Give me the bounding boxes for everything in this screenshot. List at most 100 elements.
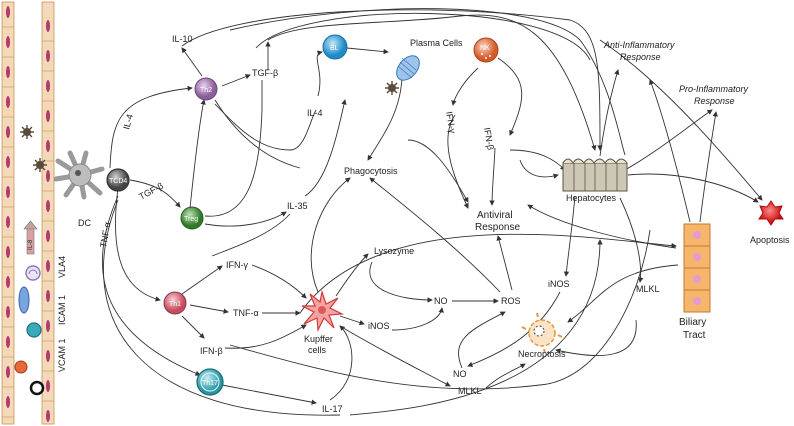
mlkl-low-label: MLKL — [458, 386, 482, 396]
endothelial-nucleus — [46, 200, 50, 212]
vla4-label: VLA4 — [57, 256, 67, 278]
endothelial-nucleus — [6, 36, 10, 48]
blood-vessel — [1, 1, 55, 425]
pro-inflammatory-line1: Pro-Inflammatory — [679, 84, 749, 94]
apoptosis-icon — [758, 200, 784, 226]
inos-right-label: iNOS — [548, 279, 570, 289]
endothelial-nucleus — [46, 350, 50, 362]
endothelial-nucleus — [6, 276, 10, 288]
pathway-edges — [101, 8, 763, 416]
platelet-icon — [33, 158, 47, 172]
no-mid-label: NO — [434, 296, 448, 306]
plasma-cells-label: Plasma Cells — [410, 38, 463, 48]
nk-cell: NK — [473, 37, 499, 63]
endothelial-nucleus — [46, 110, 50, 122]
biliary-tract-icon — [683, 223, 711, 313]
anti-inflammatory-line1: Anti-Inflammatory — [603, 40, 675, 50]
th1-label: Th1 — [169, 301, 181, 308]
endothelial-nucleus — [6, 6, 10, 18]
endothelial-nucleus — [46, 20, 50, 32]
kupffer-label-line1: Kupffer — [304, 334, 333, 344]
th1-cell: Th1 — [163, 291, 187, 315]
treg-label: Treg — [184, 216, 198, 223]
endothelial-nucleus — [6, 306, 10, 318]
endothelial-nucleus — [46, 230, 50, 242]
endothelial-nucleus — [6, 66, 10, 78]
mlkl-right-label: MLKL — [636, 284, 660, 294]
plasma-cell-icon — [385, 55, 420, 95]
vcam1-label: VCAM 1 — [57, 338, 67, 372]
endothelial-nucleus — [46, 50, 50, 62]
biliary-label-line2: Tract — [683, 330, 706, 341]
platelet-icon — [20, 125, 34, 139]
endothelial-nucleus — [6, 186, 10, 198]
endothelial-nucleus — [46, 80, 50, 92]
tgfb-mid-label: TGF-β — [137, 181, 165, 202]
endothelial-nucleus — [6, 246, 10, 258]
lysozyme-label: Lysozyme — [374, 246, 414, 256]
antiviral-label-line2: Response — [475, 222, 520, 233]
necroptosis-label: Necroptosis — [518, 349, 566, 359]
tnfa-left-label: TNF-α — [98, 221, 112, 248]
il10-label: IL-10 — [172, 34, 193, 44]
nk-label: NK — [480, 45, 490, 52]
anti-inflammatory-line2: Response — [620, 52, 661, 62]
tgfb-top-label: TGF-β — [252, 68, 278, 78]
ros-label: ROS — [501, 296, 521, 306]
endothelial-nucleus — [46, 380, 50, 392]
kupffer-cell-icon — [301, 289, 345, 333]
biliary-label-line1: Biliary — [679, 317, 706, 328]
phagocytosis-label: Phagocytosis — [344, 166, 398, 176]
endothelial-nucleus — [6, 156, 10, 168]
endothelial-nucleus — [6, 216, 10, 228]
kupffer-label-line2: cells — [308, 345, 327, 355]
circulating-cells: IL-8 — [14, 125, 47, 396]
tcd4-label: TCD4 — [109, 178, 127, 185]
th17-label: Th17 — [202, 380, 218, 387]
pro-inflammatory-line2: Response — [694, 96, 735, 106]
icam1-label: ICAM 1 — [57, 295, 67, 325]
il35-label: IL-35 — [287, 201, 308, 211]
endothelial-nucleus — [6, 336, 10, 348]
necroptosis-cell-icon — [521, 312, 563, 354]
dc-label: DC — [78, 218, 91, 228]
monocyte-icon — [26, 322, 42, 338]
endothelial-nucleus — [46, 140, 50, 152]
il4-top-label: IL-4 — [121, 113, 135, 131]
ifng-mid-label: IFN-γ — [226, 260, 248, 270]
endothelial-nucleus — [6, 96, 10, 108]
black-cell-icon — [29, 380, 45, 396]
endothelial-nucleus — [46, 170, 50, 182]
endothelial-nucleus — [46, 290, 50, 302]
hepatocytes-label: Hepatocytes — [566, 193, 617, 203]
rolling-cell-icon — [25, 265, 41, 281]
ifng-top-label: IFN-γ — [444, 111, 458, 135]
b-lymphocyte-cell: BL — [322, 34, 348, 60]
endothelial-nucleus — [6, 366, 10, 378]
tnfa-mid-label: TNF-α — [233, 308, 259, 318]
th17-cell: Th17 — [196, 368, 224, 396]
th2-cell: Th2 — [194, 77, 218, 101]
tcd4-cell: TCD4 — [106, 168, 130, 192]
endothelial-nucleus — [6, 126, 10, 138]
apoptosis-label: Apoptosis — [750, 235, 790, 245]
inos-mid-label: iNOS — [368, 321, 390, 331]
ifnb-top-label: IFN-β — [482, 127, 496, 151]
hepatocytes-icon — [562, 158, 628, 192]
antiviral-label-line1: Antiviral — [477, 210, 513, 221]
red-cell-icon — [14, 360, 28, 374]
treg-cell: Treg — [180, 206, 204, 230]
th2-label: Th2 — [200, 87, 212, 94]
ifnb-mid-label: IFN-β — [200, 346, 223, 356]
endothelial-nucleus — [46, 410, 50, 422]
il4-mid-label: IL-4 — [307, 108, 323, 118]
endothelial-nucleus — [6, 396, 10, 408]
endothelial-nucleus — [46, 260, 50, 272]
no-low-label: NO — [453, 369, 467, 379]
bl-label: BL — [330, 45, 339, 52]
dendritic-cell-icon — [53, 150, 105, 200]
il8-label: IL-8 — [28, 239, 34, 250]
il17-label: IL-17 — [322, 404, 343, 414]
